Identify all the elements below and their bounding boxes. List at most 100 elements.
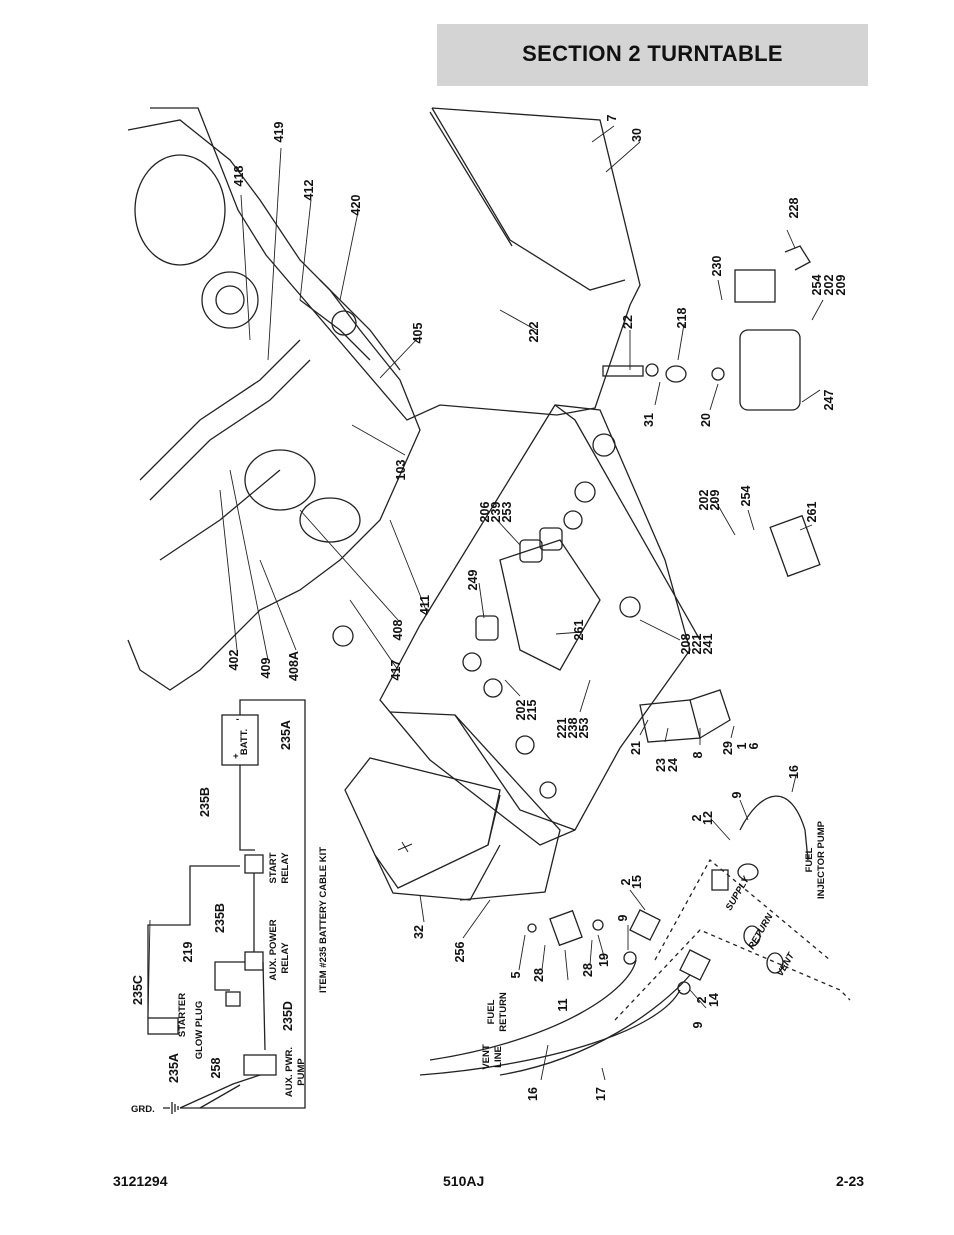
part-callout: 17 [594,1087,608,1101]
part-callout: 22 [621,315,635,329]
side-plate-outline [150,107,641,421]
part-callout: 261 [572,620,586,641]
part-callout: 254 [739,486,753,507]
part-callout: 12 [701,811,715,825]
part-callout: 254 [810,275,824,296]
battery-box [344,757,501,889]
aux-pump-symbol [243,1054,277,1076]
batt-plus: + [233,751,239,762]
ref-235B-mid: 235B [213,903,227,933]
part-callout: 11 [556,998,570,1011]
part-callout: 16 [526,1087,540,1101]
part-callout: 202 [697,490,711,511]
part-callout: 21 [629,741,643,755]
part-callout: 408 [391,620,405,641]
ground-return-wire [180,699,306,1109]
aux-power-relay-symbol [244,951,264,971]
part-callout: 208 [679,634,693,655]
part-callout: 9 [616,914,630,921]
glow-plug-symbol [225,991,241,1007]
part-callout: 202 [514,700,528,721]
part-callout: 230 [710,256,724,277]
part-callout: 221 [555,718,569,739]
part-callout: 16 [787,765,801,779]
vent-line-label-2: LINE [493,1046,504,1068]
part-callout: 261 [805,502,819,523]
aux-power-relay-label-2: RELAY [280,942,291,974]
part-callout: 103 [394,460,408,481]
part-callout: 241 [701,634,715,655]
part-callout: 238 [566,718,580,739]
part-callout: 412 [302,180,316,201]
part-callout: 418 [232,166,246,187]
battery-tray [389,711,561,901]
glow-plug-label: GLOW PLUG [194,1001,205,1060]
part-callout: 28 [581,963,595,977]
part-callout: 228 [787,198,801,219]
part-callout: 222 [527,322,541,343]
part-callout: 218 [675,308,689,329]
part-callout: 417 [389,660,403,681]
batt-label: BATT. [239,729,250,755]
section-header: SECTION 2 TURNTABLE [437,24,868,86]
part-callout: 249 [466,570,480,591]
ref-235A-bottom: 235A [167,1053,181,1083]
part-callout: 32 [412,925,426,939]
part-callout: 419 [272,122,286,143]
part-callout: 221 [690,634,704,655]
part-callout: 2 [695,996,709,1003]
part-callout: 405 [411,323,425,344]
part-callout: 2 [690,814,704,821]
part-callout: 253 [500,502,514,523]
start-relay-label-1: START [268,852,279,883]
plate-cutout [499,539,601,671]
part-callout: 256 [453,942,467,963]
part-callout: 9 [691,1021,705,1028]
part-callout: 1 [735,742,749,749]
part-callout: 23 [654,758,668,772]
ref-235A-top: 235A [279,720,293,750]
part-callout: 253 [577,718,591,739]
part-callout: 411 [418,595,432,615]
part-callout: 402 [227,650,241,671]
part-callout: 8 [691,751,705,758]
part-callout: 24 [666,758,680,772]
part-callout: 5 [509,971,523,978]
part-callout: 247 [822,390,836,411]
part-callout: 14 [707,993,721,1007]
starter-label: STARTER [177,993,188,1037]
mounting-plate [379,404,691,846]
block-261 [769,514,821,578]
vent-line [419,989,681,1076]
part-callout: 15 [630,875,644,889]
starter-symbol [147,1017,179,1035]
vent-line-label-1: VENT [481,1044,492,1070]
part-callout: 31 [642,413,656,427]
ref-219: 219 [181,942,195,963]
part-callout: 408A [287,651,301,681]
aux-power-relay-label-1: AUX. POWER [268,919,279,980]
fuel-return-line [429,959,637,1061]
part-callout: 202 [822,275,836,296]
engine-assembly [127,119,421,691]
fuel-injector-pump-label-1: FUEL [804,847,815,872]
ref-235D: 235D [281,1001,295,1031]
grd-label: GRD. [131,1104,155,1115]
aux-pwr-pump-label-1: AUX. PWR. [284,1047,295,1097]
start-relay-label-2: RELAY [280,852,291,884]
part-callout: 20 [699,413,713,427]
aux-pwr-pump-label-2: PUMP [296,1058,307,1086]
part-callout: 19 [597,953,611,967]
start-relay-symbol [244,854,264,874]
ref-235B-top: 235B [198,787,212,817]
batt-minus: - [236,714,239,725]
ref-235C: 235C [131,975,145,1005]
part-callout: 239 [489,502,503,523]
part-callout: 28 [532,968,546,982]
fuel-return-label-1: FUEL [486,999,497,1024]
fuel-injector-pump-label-2: INJECTOR PUMP [816,820,827,899]
part-callout: 409 [259,658,273,679]
ref-258: 258 [209,1058,223,1079]
part-callout: 420 [349,195,363,216]
